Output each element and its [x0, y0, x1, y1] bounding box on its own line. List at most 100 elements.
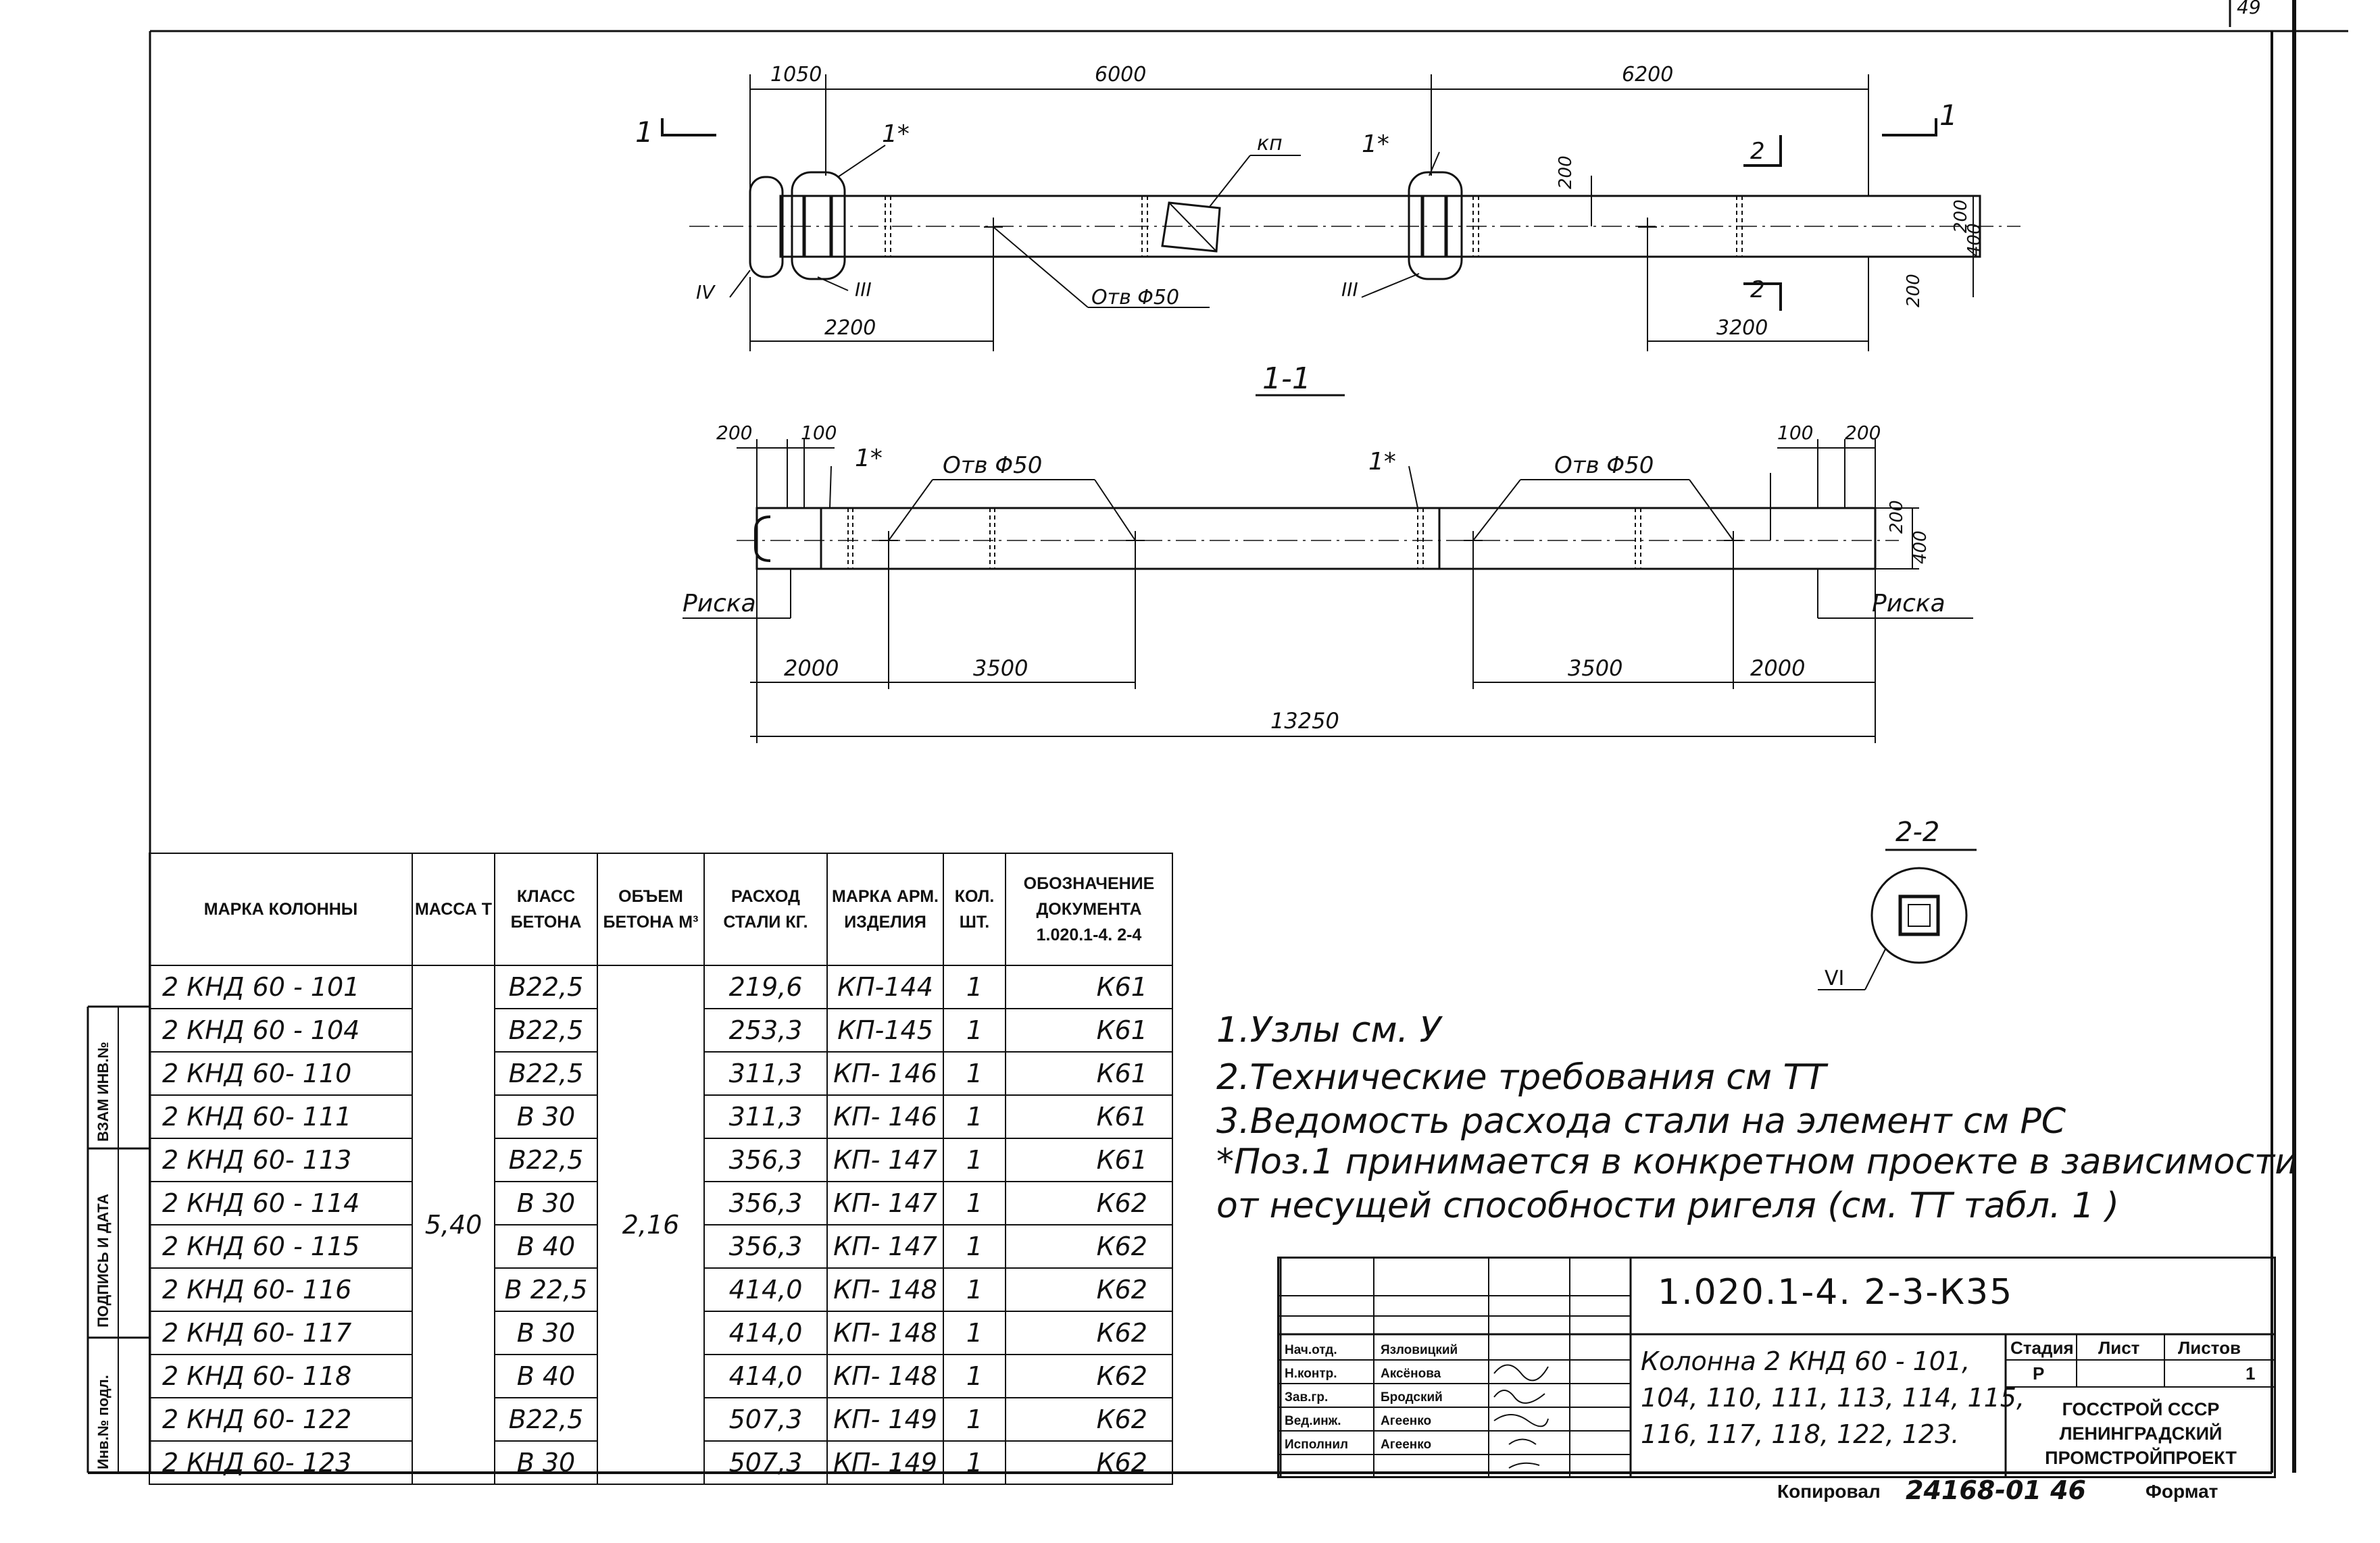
cell-doc: К62 [1005, 1440, 1173, 1485]
section-2-2-title: 2-2 [1895, 817, 1939, 848]
description: Колонна 2 КНД 60 - 101, 104, 110, 111, 1… [1641, 1343, 2025, 1452]
footer-number: 24168-01 46 [1906, 1475, 2086, 1505]
th-mark: МАРКА КОЛОННЫ [149, 853, 413, 966]
th-volume: ОБЪЕМ БЕТОНА М³ [597, 853, 705, 966]
cell-arm: КП- 149 [826, 1397, 944, 1442]
elev-dim-3500-left: 3500 [973, 655, 1028, 681]
footer-copied: Копировал [1777, 1481, 1881, 1502]
cut-2-bottom: 2 [1750, 276, 1765, 303]
cell-qty: 1 [943, 1440, 1006, 1485]
cell-arm: КП-144 [826, 965, 944, 1009]
cell-qty: 1 [943, 1181, 1006, 1225]
cell-class: В22,5 [494, 1138, 598, 1182]
cell-qty: 1 [943, 1051, 1006, 1096]
cell-doc: К62 [1005, 1267, 1173, 1312]
cell-steel: 356,3 [703, 1224, 828, 1269]
cell-class: В 30 [494, 1094, 598, 1139]
cell-steel: 507,3 [703, 1397, 828, 1442]
th-arm: МАРКА АРМ. ИЗДЕЛИЯ [826, 853, 944, 966]
elev-dim-2000-right: 2000 [1750, 655, 1805, 681]
drawing-code: 1.020.1-4. 2-3-К35 [1658, 1272, 2014, 1313]
name-5: Агеенко [1381, 1438, 1432, 1452]
cell-mark: 2 КНД 60 - 115 [149, 1224, 413, 1269]
elev-dim-2000-left: 2000 [784, 655, 839, 681]
cell-doc: К61 [1005, 1094, 1173, 1139]
note-1: 1.Узлы см. У [1216, 1010, 1441, 1051]
node-iii-label-right: III [1341, 278, 1358, 301]
th-steel: РАСХОД СТАЛИ КГ. [703, 853, 828, 966]
elev-callout-1star-left: 1* [855, 445, 883, 472]
cell-mark: 2 КНД 60- 118 [149, 1354, 413, 1398]
cell-arm: КП- 148 [826, 1354, 944, 1398]
footer-format: Формат [2146, 1481, 2218, 1502]
cell-doc: К61 [1005, 965, 1173, 1009]
cell-class: В22,5 [494, 1397, 598, 1442]
cell-class: В 22,5 [494, 1267, 598, 1312]
cut-2-top: 2 [1750, 138, 1765, 165]
elev-dim-200-right: 200 [1845, 422, 1881, 444]
elev-callout-1star-right: 1* [1368, 448, 1396, 476]
dim-200-inner: 200 [1556, 155, 1576, 189]
callout-kp: кп [1257, 132, 1283, 155]
cell-mass: 5,40 [412, 965, 495, 1485]
title-block: 1.020.1-4. 2-3-К35 Колонна 2 КНД 60 - 10… [1277, 1257, 2276, 1478]
th-doc: ОБОЗНАЧЕНИЕ ДОКУМЕНТА 1.020.1-4. 2-4 [1005, 853, 1173, 966]
cell-doc: К62 [1005, 1397, 1173, 1442]
cell-arm: КП- 147 [826, 1181, 944, 1225]
description-line-2: 104, 110, 111, 113, 114, 115, [1641, 1383, 2025, 1413]
org-line-3: ПРОМСТРОЙПРОЕКТ [2045, 1448, 2237, 1468]
cell-steel: 311,3 [703, 1094, 828, 1139]
cell-mark: 2 КНД 60- 117 [149, 1311, 413, 1355]
cell-arm: КП- 146 [826, 1094, 944, 1139]
dim-6000: 6000 [1095, 63, 1146, 86]
stage-header: Стадия [2010, 1338, 2074, 1358]
cell-steel: 414,0 [703, 1311, 828, 1355]
organization: ГОССТРОЙ СССР ЛЕНИНГРАДСКИЙ ПРОМСТРОЙПРО… [2016, 1397, 2266, 1470]
cell-doc: К62 [1005, 1224, 1173, 1269]
stamp-orig: Инв.№ подл. [95, 1375, 111, 1469]
cell-qty: 1 [943, 1311, 1006, 1355]
risk-label-left: Риска [683, 590, 756, 617]
spec-table: МАРКА КОЛОННЫ МАССА Т КЛАСС БЕТОНА ОБЪЕМ… [149, 853, 1173, 1485]
name-3: Бродский [1381, 1390, 1443, 1405]
side-stamp [86, 1005, 150, 1473]
th-qty: КОЛ. ШТ. [943, 853, 1006, 966]
cell-doc: К62 [1005, 1181, 1173, 1225]
cell-mark: 2 КНД 60- 111 [149, 1094, 413, 1139]
cell-class: В 30 [494, 1440, 598, 1485]
cell-qty: 1 [943, 1354, 1006, 1398]
elev-dim-200-vert: 200 [1887, 500, 1907, 534]
kp-cage [1161, 201, 1221, 253]
name-1: Язловицкий [1381, 1343, 1458, 1357]
role-2: Н.контр. [1285, 1367, 1337, 1381]
sheets-value: 1 [2246, 1363, 2256, 1384]
cell-qty: 1 [943, 1224, 1006, 1269]
role-3: Зав.гр. [1285, 1390, 1329, 1405]
dim-right-200-bottom: 200 [1904, 274, 1924, 307]
node-iii-label-left: III [855, 278, 872, 301]
dim-6200: 6200 [1622, 63, 1673, 86]
sheet-header: Лист [2098, 1338, 2140, 1358]
section-2-2 [1818, 849, 1977, 990]
description-line-1: Колонна 2 КНД 60 - 101, [1641, 1346, 1970, 1376]
cell-class: В22,5 [494, 965, 598, 1009]
cell-class: В 40 [494, 1354, 598, 1398]
cell-qty: 1 [943, 1008, 1006, 1053]
cell-qty: 1 [943, 965, 1006, 1009]
cell-mark: 2 КНД 60 - 114 [149, 1181, 413, 1225]
cell-mark: 2 КНД 60- 122 [149, 1397, 413, 1442]
role-4: Вед.инж. [1285, 1414, 1341, 1428]
cell-mark: 2 КНД 60- 113 [149, 1138, 413, 1182]
cell-mark: 2 КНД 60 - 101 [149, 965, 413, 1009]
node-iii-bracket-left [791, 171, 846, 280]
dim-right-400: 400 [1964, 223, 1985, 257]
